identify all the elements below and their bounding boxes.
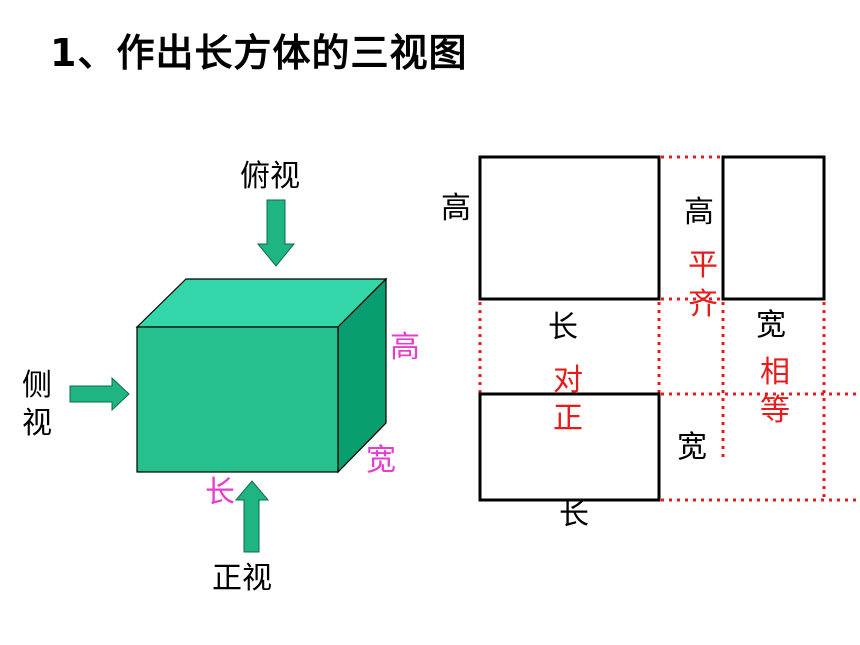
top-view-width-label: 宽 (677, 430, 707, 465)
top-view-rect (478, 392, 661, 502)
front-view-length-label: 长 (548, 310, 578, 345)
relation-width-equal-2: 等 (760, 393, 790, 428)
side-view-width-label: 宽 (756, 308, 786, 343)
cuboid-front-face (136, 326, 339, 473)
top-view-length-label: 长 (559, 497, 589, 532)
page-title: 1、作出长方体的三视图 (50, 31, 468, 75)
dotted-guides (478, 155, 856, 502)
relation-length-aligned-2: 正 (553, 401, 583, 436)
top-view-label: 俯视 (240, 159, 300, 194)
front-view-arrow (234, 480, 270, 553)
front-view-rect (478, 155, 661, 301)
cuboid-illustration (135, 277, 388, 474)
cuboid-height-label: 高 (390, 330, 420, 365)
front-view-height-label: 高 (441, 191, 471, 226)
side-view-rect (721, 155, 826, 301)
side-view-label-1: 侧 (22, 368, 52, 403)
cuboid-length-label: 长 (205, 475, 235, 510)
relation-height-aligned-2: 齐 (688, 287, 718, 322)
relation-width-equal-1: 相 (760, 355, 790, 390)
side-view-label-2: 视 (22, 406, 52, 441)
cuboid-width-label: 宽 (366, 443, 396, 478)
side-view-height-label: 高 (684, 195, 714, 230)
side-view-arrow (69, 376, 130, 412)
relation-length-aligned-1: 对 (553, 363, 583, 398)
top-view-arrow (256, 199, 296, 267)
relation-height-aligned-1: 平 (688, 248, 718, 283)
front-view-label: 正视 (212, 561, 272, 596)
